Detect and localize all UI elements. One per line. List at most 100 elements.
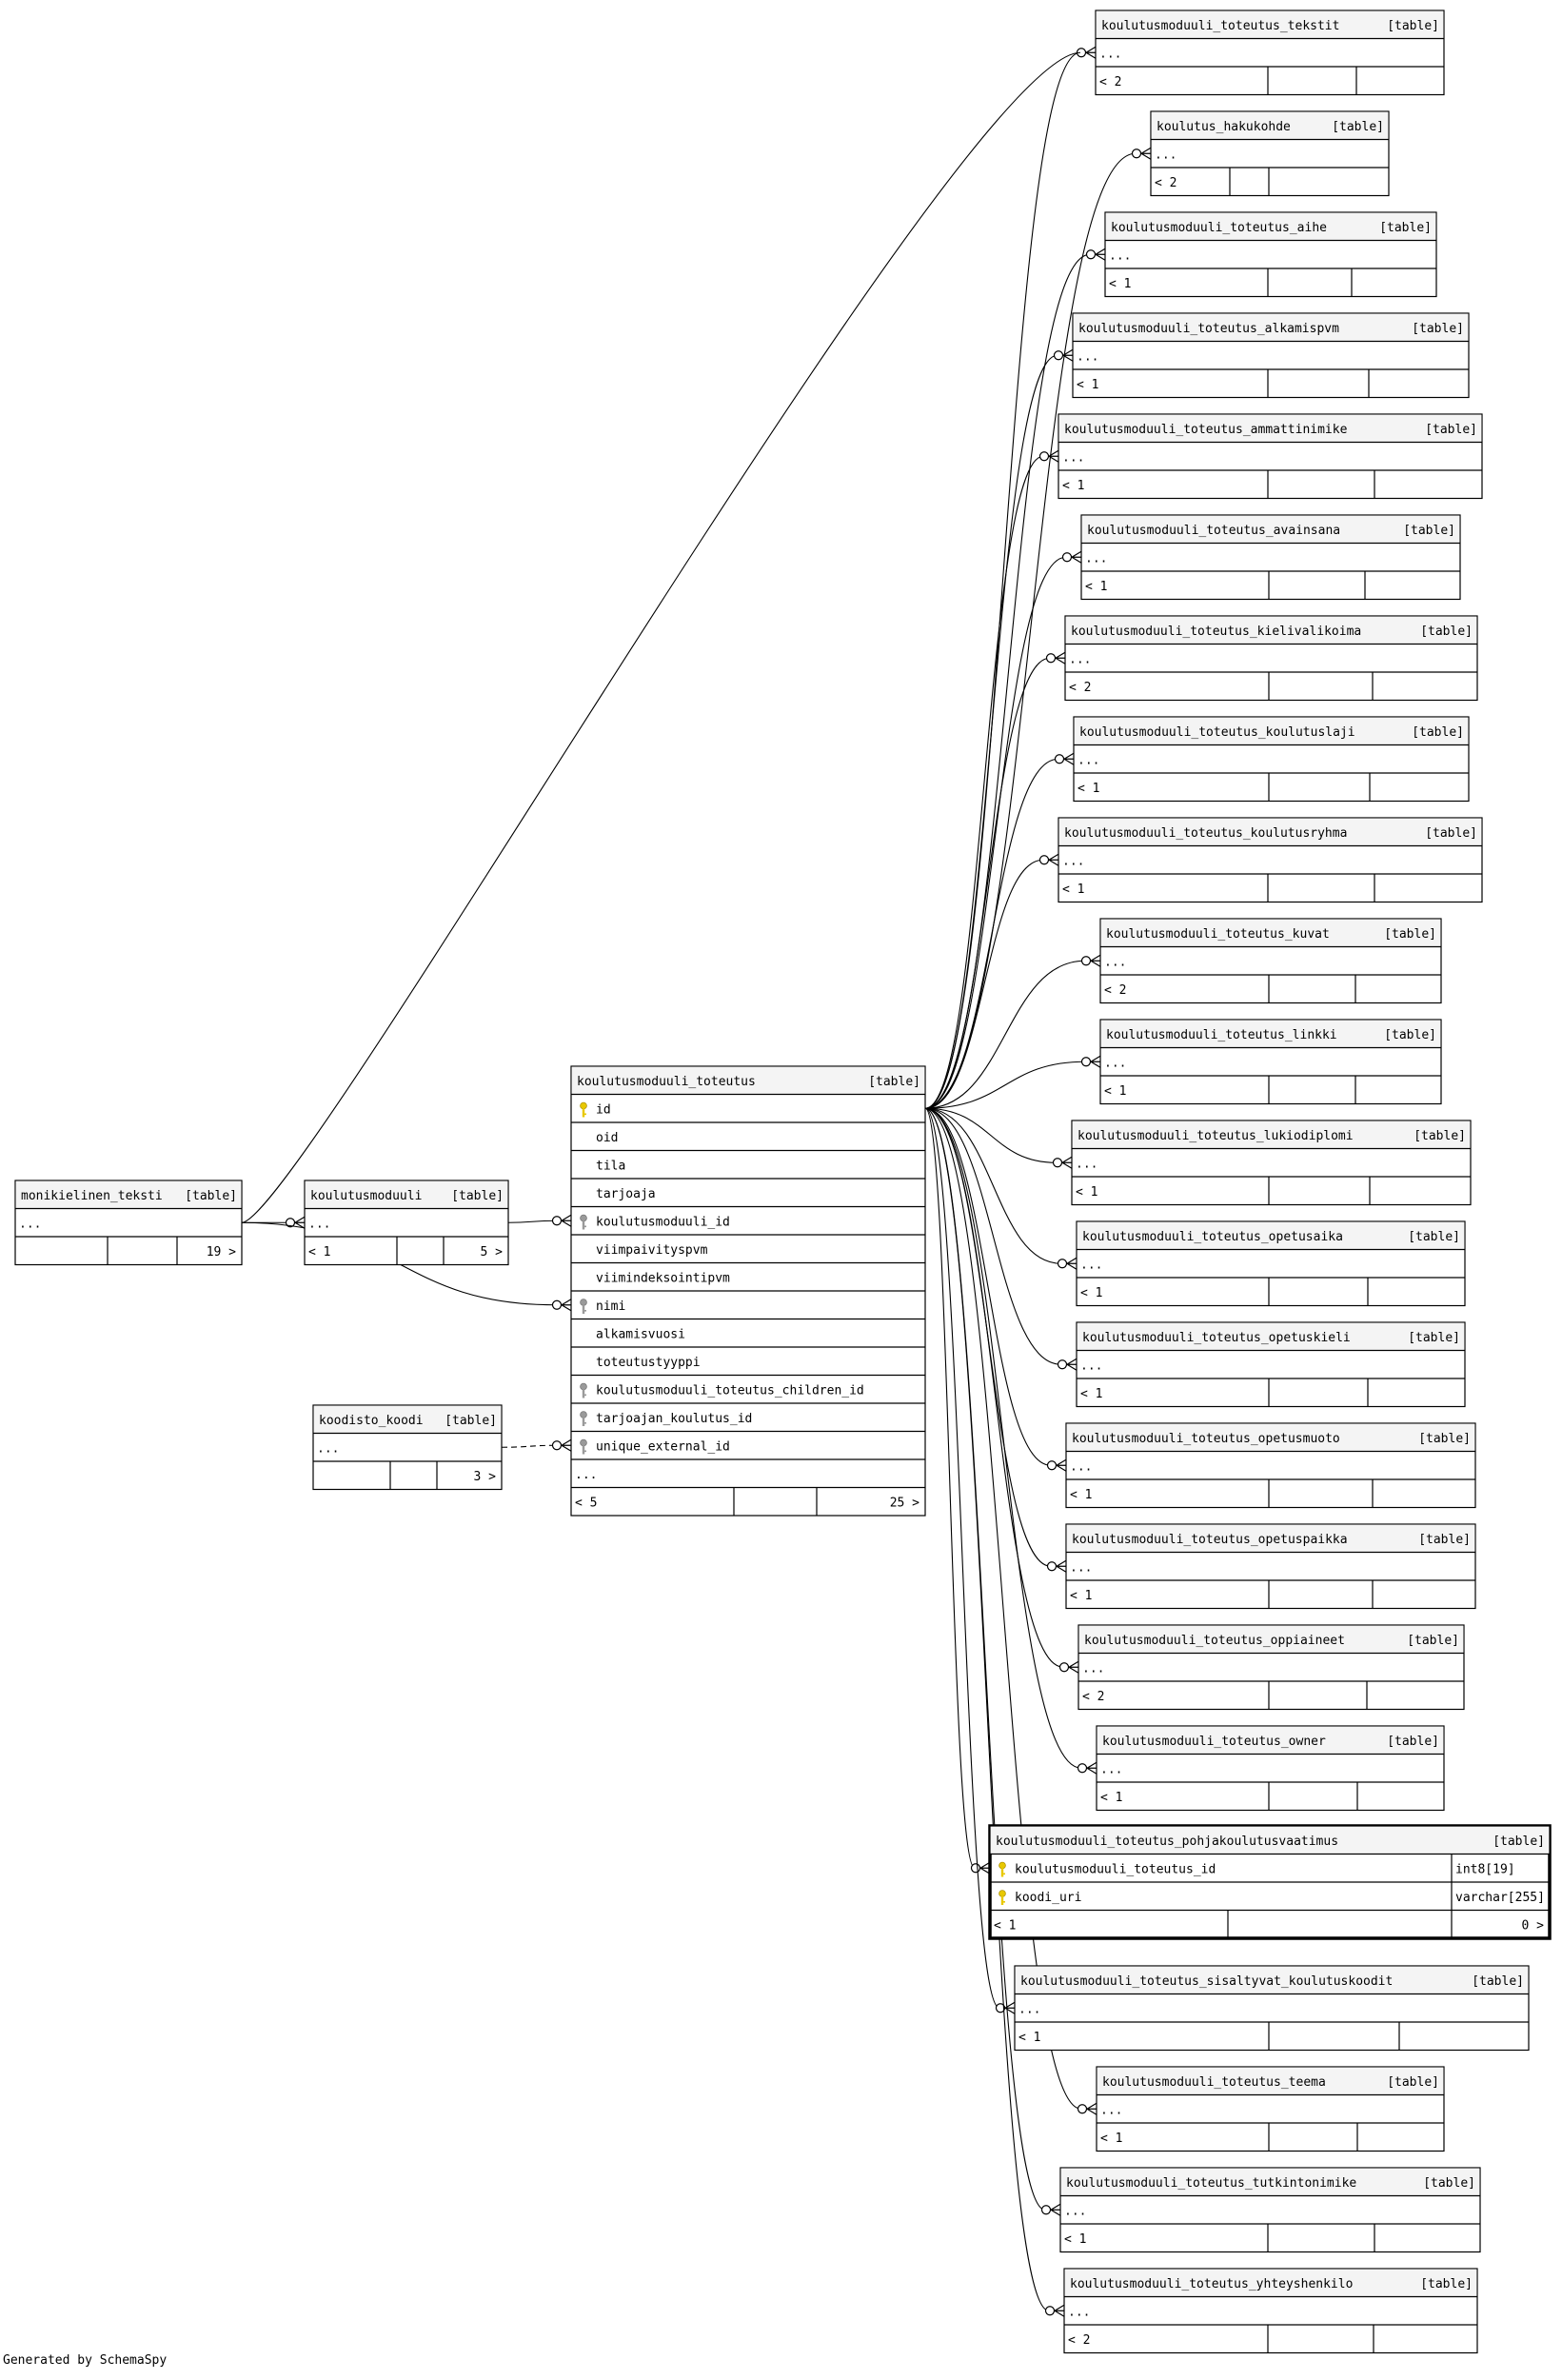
table-t-tutkintonimike[interactable]: koulutusmoduuli_toteutus_tutkintonimike[… <box>1059 2167 1481 2253</box>
table-name: koulutusmoduuli_toteutus_kuvat <box>1106 927 1330 942</box>
table-t-opetusmuoto[interactable]: koulutusmoduuli_toteutus_opetusmuoto[tab… <box>1065 1422 1476 1509</box>
table-kind-label: [table] <box>1387 1735 1439 1749</box>
table-header <box>1066 1524 1475 1552</box>
table-t-opetuspaikka[interactable]: koulutusmoduuli_toteutus_opetuspaikka[ta… <box>1065 1523 1476 1610</box>
table-name: koulutusmoduuli_toteutus_yhteyshenkilo <box>1070 2277 1353 2291</box>
table-t-yhteyshenkilo[interactable]: koulutusmoduuli_toteutus_yhteyshenkilo[t… <box>1063 2268 1478 2354</box>
crows-foot-marker <box>1038 853 1059 866</box>
table-t-teema[interactable]: koulutusmoduuli_toteutus_teema[table]...… <box>1096 2066 1445 2152</box>
table-t-hakukohde[interactable]: koulutus_hakukohde[table]...< 2 <box>1150 110 1390 197</box>
generated-by-label: Generated by SchemaSpy <box>3 2353 168 2368</box>
table-name: koulutusmoduuli_toteutus_owner <box>1102 1735 1326 1749</box>
parent-count: < 2 <box>1099 75 1121 89</box>
table-header <box>571 1066 925 1094</box>
parent-count: < 1 <box>1062 883 1084 897</box>
table-kind-label: [table] <box>1472 1974 1524 1989</box>
table-koulutusmoduuli-toteutus[interactable]: koulutusmoduuli_toteutus[table]idoidtila… <box>570 1065 926 1517</box>
table-name: koulutusmoduuli_toteutus_ammattinimike <box>1064 423 1348 437</box>
table-kind-label: [table] <box>868 1075 920 1089</box>
table-t-lukiodiplomi[interactable]: koulutusmoduuli_toteutus_lukiodiplomi[ta… <box>1071 1120 1472 1206</box>
table-kind-label: [table] <box>1425 826 1477 841</box>
parent-count: < 2 <box>1082 1690 1104 1704</box>
crows-foot-marker <box>1085 248 1106 261</box>
table-header <box>305 1180 508 1208</box>
table-header <box>990 1826 1550 1854</box>
table-t-pohjakoulutusvaatimus[interactable]: koulutusmoduuli_toteutus_pohjakoulutusva… <box>988 1824 1552 1940</box>
relationship-edge-koulutusmoduuli-id <box>507 1220 557 1223</box>
more-columns-ellipsis: ... <box>317 1442 339 1457</box>
table-monikielinen-teksti[interactable]: monikielinen_teksti[table]...19 > <box>14 1180 243 1266</box>
table-t-alkamispvm[interactable]: koulutusmoduuli_toteutus_alkamispvm[tabl… <box>1072 312 1470 399</box>
table-header <box>1066 1423 1475 1451</box>
more-columns-ellipsis: ... <box>1100 1763 1122 1777</box>
table-t-ammattinimike[interactable]: koulutusmoduuli_toteutus_ammattinimike[t… <box>1058 413 1483 500</box>
parent-count: < 2 <box>1068 2333 1090 2348</box>
table-kind-label: [table] <box>1403 524 1455 538</box>
column-type: int8[19] <box>1455 1863 1515 1877</box>
table-t-tekstit[interactable]: koulutusmoduuli_toteutus_tekstit[table].… <box>1095 10 1445 96</box>
column-koulutusmoduuli-toteutus-children-id: koulutusmoduuli_toteutus_children_id <box>596 1384 864 1398</box>
table-t-kielivalikoima[interactable]: koulutusmoduuli_toteutus_kielivalikoima[… <box>1064 615 1478 702</box>
table-t-koulutuslaji[interactable]: koulutusmoduuli_toteutus_koulutuslaji[ta… <box>1073 716 1470 803</box>
more-columns-ellipsis: ... <box>1070 1561 1092 1576</box>
crows-foot-marker <box>1077 1761 1097 1775</box>
table-kind-label: [table] <box>185 1189 237 1203</box>
relationship-edge-koodisto <box>501 1444 557 1448</box>
relationship-edge-t-ammattinimike <box>924 455 1044 1109</box>
table-kind-label: [table] <box>1408 1331 1460 1345</box>
foreign-key-icon <box>580 1411 587 1426</box>
table-t-opetuskieli[interactable]: koulutusmoduuli_toteutus_opetuskieli[tab… <box>1076 1321 1466 1408</box>
table-t-aihe[interactable]: koulutusmoduuli_toteutus_aihe[table]...<… <box>1104 211 1437 298</box>
table-name: koulutusmoduuli_toteutus_avainsana <box>1087 524 1340 538</box>
primary-key-icon <box>998 1890 1006 1905</box>
foreign-key-icon <box>580 1299 587 1314</box>
column-nimi: nimi <box>596 1299 625 1314</box>
column-tila: tila <box>596 1160 625 1174</box>
table-header <box>1072 1121 1471 1148</box>
relationship-edge-t-opetuskieli <box>924 1107 1062 1365</box>
table-kind-label: [table] <box>1387 2075 1439 2090</box>
relationship-edge-tekstit-from-monikielinen <box>241 51 1081 1223</box>
column-koulutusmoduuli-id: koulutusmoduuli_id <box>596 1216 730 1230</box>
parent-count: < 2 <box>1104 983 1126 998</box>
table-name: koulutusmoduuli_toteutus_tutkintonimike <box>1066 2176 1356 2191</box>
column-tarjoaja: tarjoaja <box>596 1187 656 1201</box>
table-t-oppiaineet[interactable]: koulutusmoduuli_toteutus_oppiaineet[tabl… <box>1078 1624 1465 1711</box>
foreign-key-icon <box>580 1214 587 1230</box>
table-header <box>1015 1966 1529 1993</box>
table-t-linkki[interactable]: koulutusmoduuli_toteutus_linkki[table]..… <box>1099 1019 1442 1105</box>
table-name: koulutusmoduuli_toteutus_koulutuslaji <box>1079 725 1355 740</box>
table-header <box>1073 313 1469 341</box>
crows-foot-marker <box>285 1216 306 1229</box>
parent-count: < 1 <box>1078 782 1099 796</box>
table-name: koulutus_hakukohde <box>1157 120 1291 134</box>
relationship-edge-t-lukiodiplomi <box>924 1107 1058 1163</box>
more-columns-ellipsis: ... <box>1077 350 1098 365</box>
foreign-key-icon <box>580 1382 587 1398</box>
table-koodisto-koodi[interactable]: koodisto_koodi[table]...3 > <box>312 1404 503 1491</box>
table-header <box>1077 1322 1465 1350</box>
parent-count: < 1 <box>1104 1084 1126 1099</box>
relationship-edge-t-yhteyshenkilo <box>924 1107 1050 2311</box>
column-koodi-uri: koodi_uri <box>1015 1891 1081 1905</box>
parent-count: < 1 <box>1062 479 1084 493</box>
parent-count: < 1 <box>1100 2132 1122 2146</box>
table-header <box>313 1405 502 1433</box>
table-t-sisaltyvat[interactable]: koulutusmoduuli_toteutus_sisaltyvat_koul… <box>1014 1965 1530 2052</box>
table-header <box>1058 414 1482 442</box>
relationship-edge-t-oppiaineet <box>924 1107 1064 1668</box>
table-name: koulutusmoduuli_toteutus_opetuspaikka <box>1072 1533 1348 1547</box>
parent-count: < 2 <box>1069 681 1091 695</box>
table-t-avainsana[interactable]: koulutusmoduuli_toteutus_avainsana [table… <box>1080 514 1461 601</box>
relationship-edge-t-kuvat <box>924 960 1086 1109</box>
more-columns-ellipsis: ... <box>1100 2104 1122 2118</box>
more-columns-ellipsis: ... <box>575 1468 597 1482</box>
more-columns-ellipsis: ... <box>1080 1259 1102 1273</box>
table-t-owner[interactable]: koulutusmoduuli_toteutus_owner [table]...… <box>1096 1725 1445 1812</box>
table-kind-label: [table] <box>1414 1129 1466 1143</box>
table-t-koulutusryhma[interactable]: koulutusmoduuli_toteutus_koulutusryhma[t… <box>1058 817 1483 903</box>
table-t-opetusaika[interactable]: koulutusmoduuli_toteutus_opetusaika[tabl… <box>1076 1220 1466 1307</box>
table-t-kuvat[interactable]: koulutusmoduuli_toteutus_kuvat[table]...… <box>1099 918 1442 1004</box>
